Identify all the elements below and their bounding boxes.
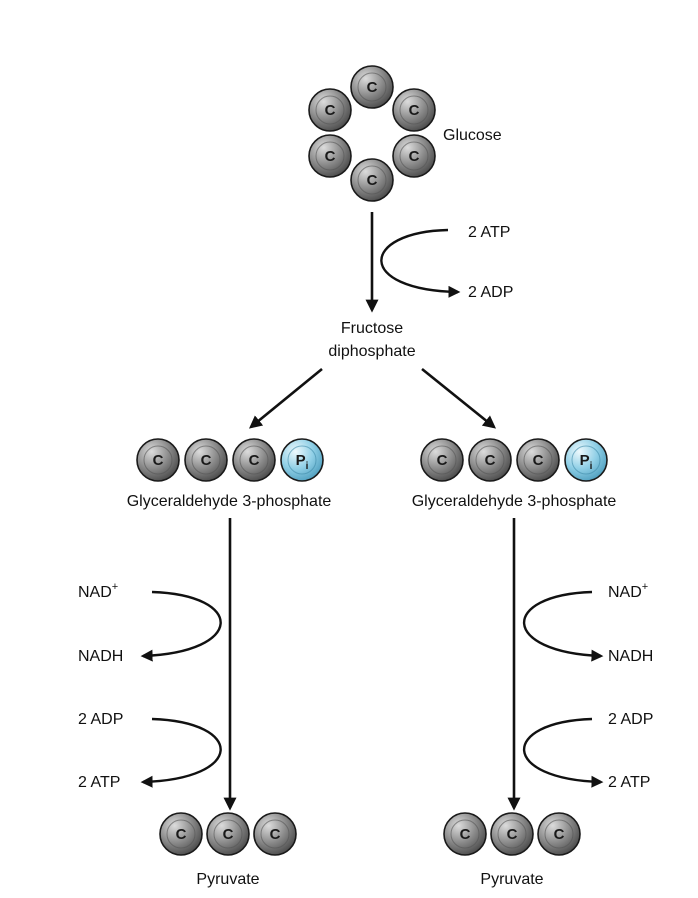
carbon-atom: C xyxy=(136,438,180,482)
svg-text:C: C xyxy=(367,172,378,189)
step1-output-label: 2 ADP xyxy=(468,284,513,301)
carbon-atom: C xyxy=(392,134,436,178)
nad-label: NAD+ xyxy=(608,581,648,601)
svg-text:C: C xyxy=(325,102,336,119)
svg-text:C: C xyxy=(437,452,448,469)
carbon-atom: C xyxy=(184,438,228,482)
nad-to-nadh-curve-arrow xyxy=(140,590,222,662)
svg-text:C: C xyxy=(460,826,471,843)
svg-text:C: C xyxy=(554,826,565,843)
carbon-atom: C xyxy=(392,88,436,132)
svg-text:Pi: Pi xyxy=(296,452,309,472)
svg-text:C: C xyxy=(485,452,496,469)
glucose-molecule: C C C C C C xyxy=(308,65,436,202)
phosphate-group: Pi xyxy=(280,438,324,482)
carbon-atom: C xyxy=(516,438,560,482)
adp-to-atp-curve-arrow xyxy=(522,717,604,788)
pyruvate-label-right: Pyruvate xyxy=(480,871,543,888)
split-arrow-left xyxy=(248,367,323,429)
carbon-atom: C xyxy=(253,812,297,856)
step1-input-label: 2 ATP xyxy=(468,224,510,241)
carbon-atom: C xyxy=(308,88,352,132)
svg-text:C: C xyxy=(176,826,187,843)
glyceraldehyde-3-phosphate-molecule-right: C C C Pi xyxy=(420,438,608,482)
split-arrow-right xyxy=(421,367,497,429)
svg-text:C: C xyxy=(409,148,420,165)
pyruvate-molecule-left: C C C xyxy=(159,812,297,856)
glyceraldehyde-3-phosphate-molecule-left: C C C Pi xyxy=(136,438,324,482)
glyceraldehyde-label-right: Glyceraldehyde 3-phosphate xyxy=(412,493,617,510)
svg-text:C: C xyxy=(325,148,336,165)
nadh-label: NADH xyxy=(608,648,653,665)
carbon-atom: C xyxy=(443,812,487,856)
carbon-atom: C xyxy=(159,812,203,856)
svg-text:C: C xyxy=(201,452,212,469)
pyruvate-label-left: Pyruvate xyxy=(196,871,259,888)
carbon-atom: C xyxy=(490,812,534,856)
svg-text:C: C xyxy=(367,79,378,96)
carbon-atom: C xyxy=(350,65,394,109)
carbon-atom: C xyxy=(468,438,512,482)
fructose-label-line1: Fructose xyxy=(341,320,403,337)
carbon-atom: C xyxy=(232,438,276,482)
atp-label: 2 ATP xyxy=(78,774,120,791)
glucose-label: Glucose xyxy=(443,127,502,144)
carbon-atom: C xyxy=(350,158,394,202)
glyceraldehyde-label-left: Glyceraldehyde 3-phosphate xyxy=(127,493,332,510)
carbon-atom: C xyxy=(420,438,464,482)
nad-label: NAD+ xyxy=(78,581,118,601)
adp-to-atp-curve-arrow xyxy=(140,717,222,788)
atp-to-adp-curve-arrow xyxy=(380,228,461,298)
nadh-label: NADH xyxy=(78,648,123,665)
svg-text:C: C xyxy=(270,826,281,843)
svg-text:Pi: Pi xyxy=(580,452,593,472)
carbon-atom: C xyxy=(206,812,250,856)
svg-text:C: C xyxy=(533,452,544,469)
atp-label: 2 ATP xyxy=(608,774,650,791)
svg-text:C: C xyxy=(409,102,420,119)
svg-text:C: C xyxy=(249,452,260,469)
svg-text:C: C xyxy=(223,826,234,843)
pyruvate-molecule-right: C C C xyxy=(443,812,581,856)
carbon-atom: C xyxy=(537,812,581,856)
adp-label: 2 ADP xyxy=(78,711,123,728)
svg-text:C: C xyxy=(507,826,518,843)
nad-to-nadh-curve-arrow xyxy=(522,590,604,662)
carbon-atom: C xyxy=(308,134,352,178)
adp-label: 2 ADP xyxy=(608,711,653,728)
phosphate-group: Pi xyxy=(564,438,608,482)
fructose-label-line2: diphosphate xyxy=(328,343,415,360)
svg-text:C: C xyxy=(153,452,164,469)
